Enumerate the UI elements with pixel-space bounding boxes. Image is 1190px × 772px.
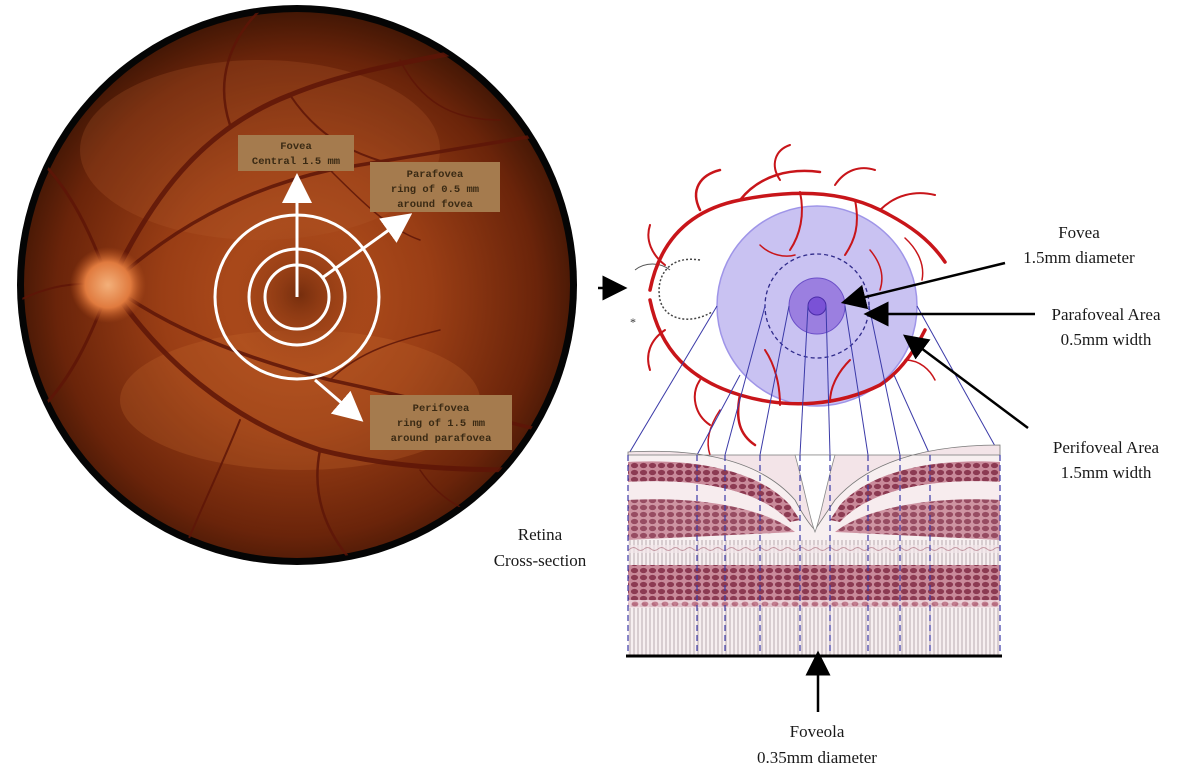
cross-section-label: Retina Cross-section [494, 525, 587, 570]
optic-disc [70, 247, 146, 323]
eye-schematic: * [628, 145, 1000, 455]
perifovea-label-box: Perifovea ring of 1.5 mm around parafove… [370, 395, 512, 450]
parafovea-label-box: Parafovea ring of 0.5 mm around fovea [370, 162, 500, 212]
svg-text:*: * [630, 315, 636, 329]
svg-text:0.5mm width: 0.5mm width [1061, 330, 1152, 349]
svg-text:0.35mm diameter: 0.35mm diameter [757, 748, 877, 767]
svg-text:Parafoveal Area: Parafoveal Area [1051, 305, 1160, 324]
foveola-label: Foveola 0.35mm diameter [757, 722, 877, 767]
svg-text:Fovea: Fovea [280, 141, 312, 153]
fovea-label: Fovea 1.5mm diameter [1023, 223, 1135, 267]
svg-text:Perifoveal Area: Perifoveal Area [1053, 438, 1160, 457]
svg-text:1.5mm diameter: 1.5mm diameter [1023, 248, 1135, 267]
foveola-disc [808, 297, 826, 315]
fundus-photo: Fovea Central 1.5 mm Parafovea ring of 0… [17, 5, 577, 570]
svg-text:Cross-section: Cross-section [494, 551, 587, 570]
svg-text:ring of 1.5 mm: ring of 1.5 mm [397, 418, 485, 430]
svg-text:around parafovea: around parafovea [391, 433, 493, 445]
parafoveal-label: Parafoveal Area 0.5mm width [1051, 305, 1160, 349]
svg-text:Central 1.5 mm: Central 1.5 mm [252, 156, 340, 168]
svg-text:1.5mm width: 1.5mm width [1061, 463, 1152, 482]
svg-text:Retina: Retina [518, 525, 563, 544]
svg-text:Parafovea: Parafovea [407, 169, 464, 181]
svg-text:around fovea: around fovea [397, 199, 473, 211]
perifoveal-label: Perifoveal Area 1.5mm width [1053, 438, 1160, 482]
svg-text:Fovea: Fovea [1058, 223, 1100, 242]
retina-cross-section [626, 445, 1002, 656]
svg-text:Foveola: Foveola [790, 722, 845, 741]
fovea-label-box: Fovea Central 1.5 mm [238, 135, 354, 171]
svg-text:Perifovea: Perifovea [413, 403, 470, 415]
svg-text:ring of 0.5 mm: ring of 0.5 mm [391, 184, 479, 196]
